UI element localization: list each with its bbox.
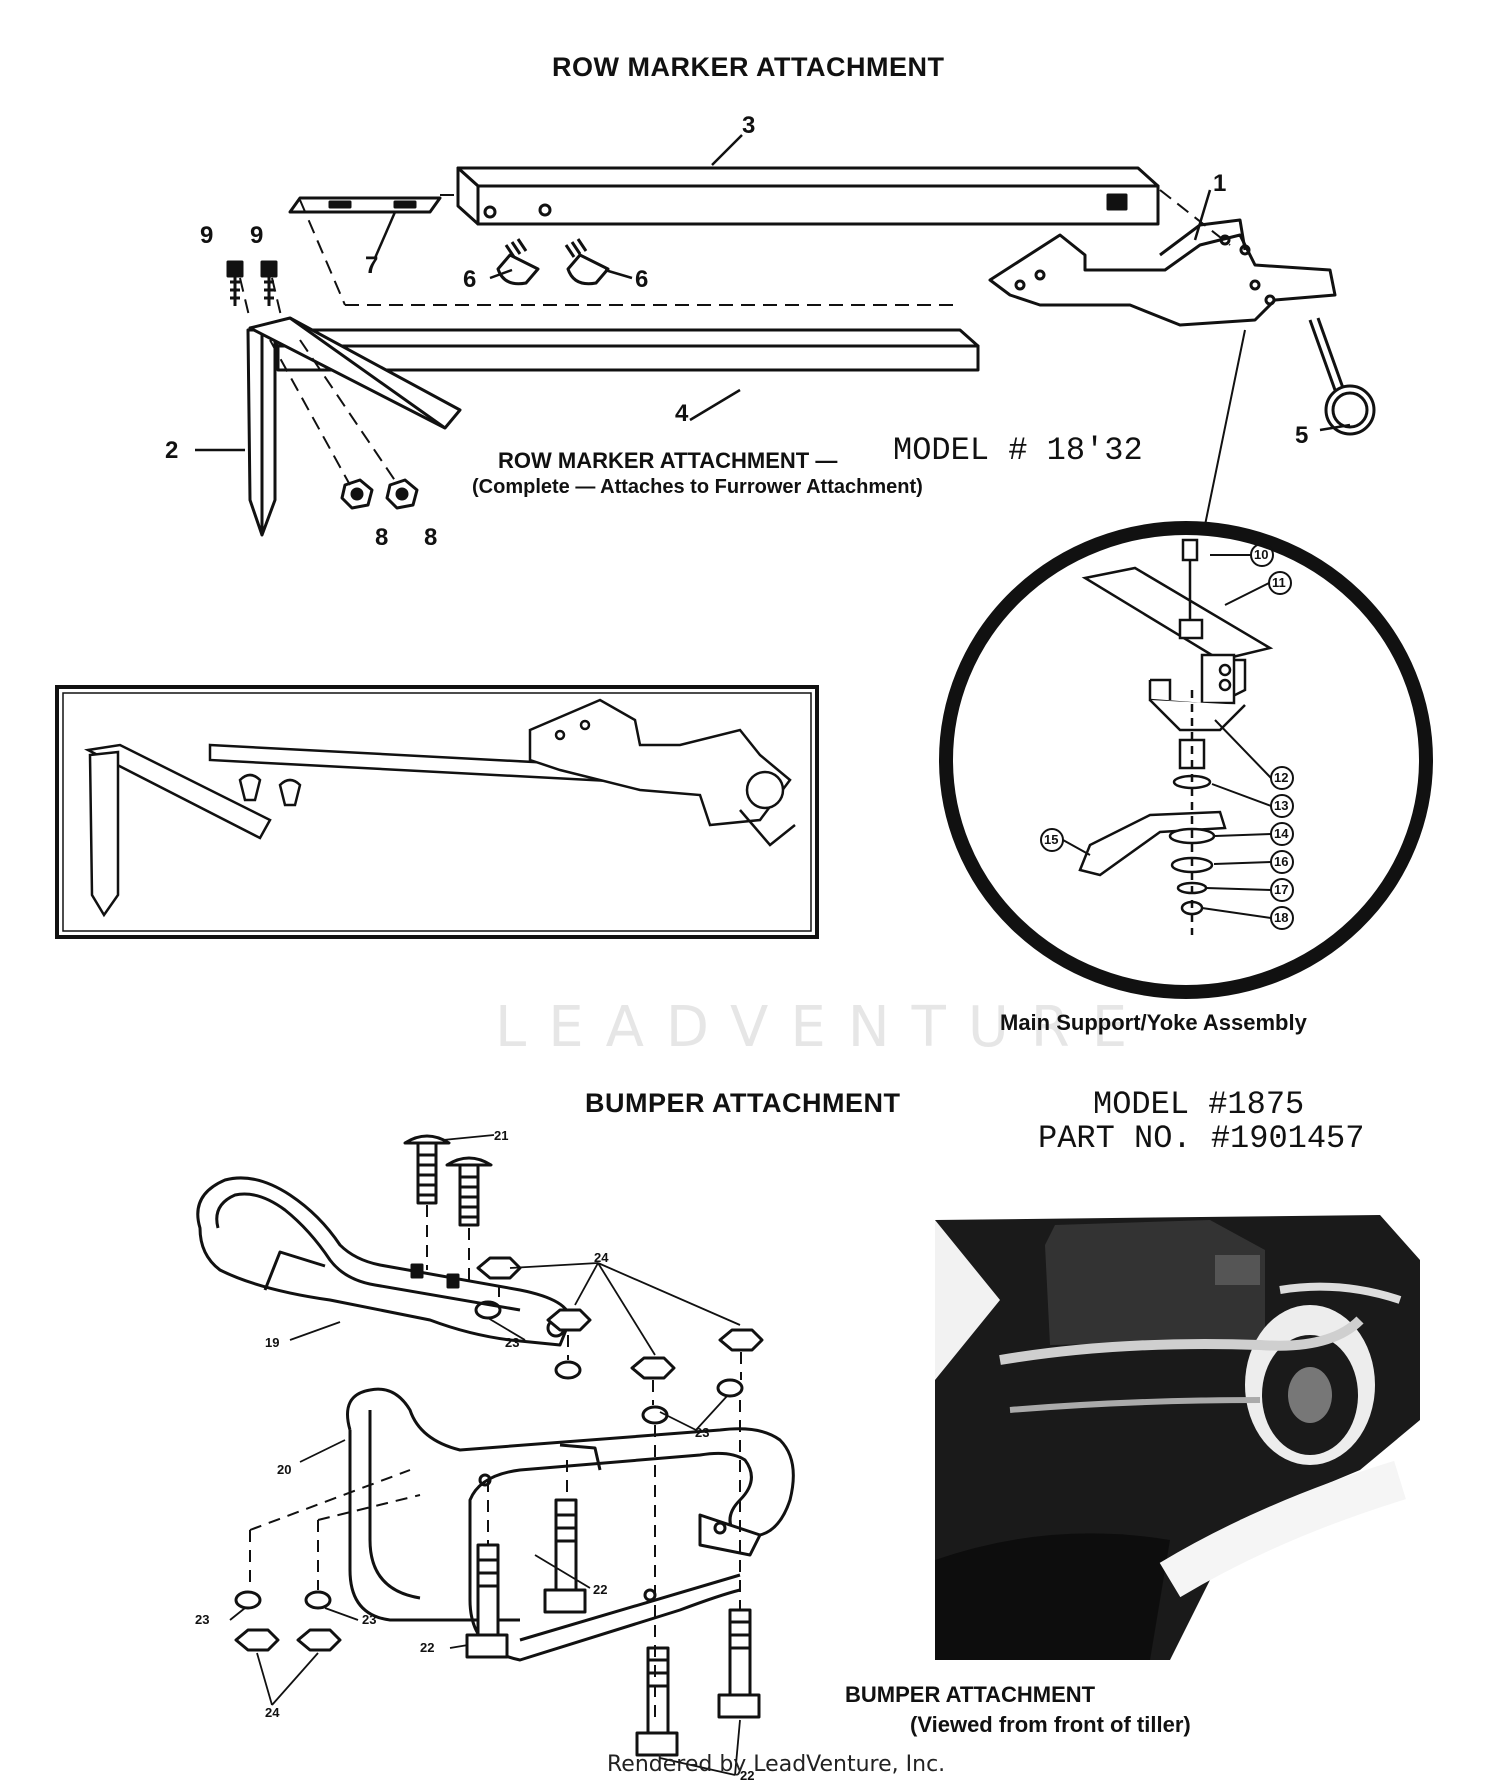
callout-1: 1 bbox=[1213, 170, 1227, 197]
callout-24a: 24 bbox=[594, 1250, 609, 1265]
photo-caption-line2: (Viewed from front of tiller) bbox=[910, 1712, 1191, 1737]
photo-caption-line1: BUMPER ATTACHMENT bbox=[845, 1682, 1096, 1707]
part-8-nuts bbox=[340, 478, 419, 510]
bumper-title: BUMPER ATTACHMENT bbox=[585, 1088, 901, 1118]
callout-7: 7 bbox=[365, 252, 379, 279]
callout-3: 3 bbox=[742, 112, 756, 139]
callout-9a: 9 bbox=[200, 222, 214, 249]
part-6-thumb-screws bbox=[496, 238, 610, 286]
callout-5: 5 bbox=[1295, 422, 1309, 449]
assembled-view-frame bbox=[55, 685, 819, 939]
callout-22c: 22 bbox=[740, 1768, 755, 1783]
part-19-upper-bumper bbox=[196, 1176, 572, 1347]
inset-callout-13: 13 bbox=[1274, 798, 1289, 813]
part-5-pin bbox=[1308, 317, 1376, 436]
inset-callout-18: 18 bbox=[1274, 910, 1289, 925]
row-marker-caption-line2: (Complete — Attaches to Furrower Attachm… bbox=[472, 476, 923, 498]
part-21-carriage-bolts bbox=[403, 1134, 493, 1227]
part-1-bracket bbox=[988, 218, 1337, 327]
inset-callout-12: 12 bbox=[1274, 770, 1289, 785]
callout-23a: 23 bbox=[505, 1335, 520, 1350]
part-9-bolts bbox=[226, 260, 278, 306]
inset-callout-17: 17 bbox=[1274, 882, 1289, 897]
callout-21: 21 bbox=[494, 1128, 509, 1143]
callout-23c: 23 bbox=[195, 1612, 210, 1627]
callout-22a: 22 bbox=[593, 1582, 608, 1597]
callout-22b: 22 bbox=[420, 1640, 435, 1655]
bumper-part-number: PART NO. #1901457 bbox=[1038, 1120, 1365, 1157]
row-marker-model-number: MODEL # 18'32 bbox=[893, 432, 1143, 469]
row-marker-caption-line1: ROW MARKER ATTACHMENT — bbox=[498, 448, 838, 473]
inset-caption: Main Support/Yoke Assembly bbox=[1000, 1010, 1307, 1035]
row-marker-title: ROW MARKER ATTACHMENT bbox=[552, 52, 945, 82]
watermark: LEADVENTURE bbox=[495, 995, 1150, 1060]
inset-callout-10: 10 bbox=[1254, 547, 1269, 562]
part-24-nuts bbox=[234, 1256, 764, 1652]
yoke-inset-circle bbox=[939, 521, 1433, 999]
callout-19: 19 bbox=[265, 1335, 280, 1350]
callout-6a: 6 bbox=[463, 266, 477, 293]
callout-20: 20 bbox=[277, 1462, 292, 1477]
footer-credit: Rendered by LeadVenture, Inc. bbox=[607, 1752, 946, 1777]
callout-24b: 24 bbox=[265, 1705, 280, 1720]
callout-23d: 23 bbox=[362, 1612, 377, 1627]
callout-9b: 9 bbox=[250, 222, 264, 249]
callout-23b: 23 bbox=[695, 1425, 710, 1440]
inset-callout-16: 16 bbox=[1274, 854, 1289, 869]
callout-8a: 8 bbox=[375, 524, 389, 551]
inset-callout-14: 14 bbox=[1274, 826, 1289, 841]
callout-4: 4 bbox=[675, 400, 689, 427]
inset-callout-11: 11 bbox=[1272, 575, 1286, 590]
callout-6b: 6 bbox=[635, 266, 649, 293]
callout-2: 2 bbox=[165, 437, 179, 464]
callout-8b: 8 bbox=[424, 524, 438, 551]
bumper-model-number: MODEL #1875 bbox=[1093, 1086, 1305, 1123]
inset-callout-15: 15 bbox=[1044, 832, 1059, 847]
